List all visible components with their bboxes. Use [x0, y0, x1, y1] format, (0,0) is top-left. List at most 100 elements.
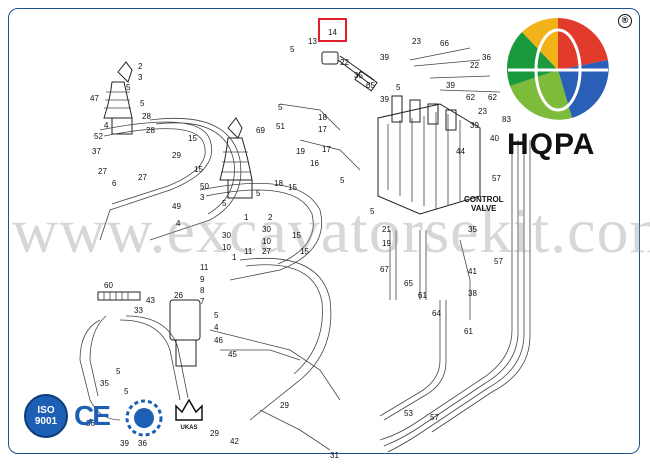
brand-name: HQPA [507, 128, 596, 161]
part-label: 43 [146, 296, 155, 305]
part-label: 19 [382, 239, 391, 248]
part-label: 35 [354, 71, 363, 80]
part-label: 5 [290, 45, 295, 54]
highlighted-part-number: 14 [328, 28, 337, 37]
part-label: 18 [274, 179, 283, 188]
part-label: 36 [86, 419, 95, 428]
part-label: 39 [446, 81, 455, 90]
part-label: 19 [296, 147, 305, 156]
part-label: 44 [456, 147, 465, 156]
part-label: 15 [292, 231, 301, 240]
control-valve-drawing [377, 95, 481, 215]
part-label: 1 [244, 213, 249, 222]
registered-mark-icon: ® [618, 14, 632, 28]
part-label: 50 [200, 182, 209, 191]
part-label: 11 [244, 247, 253, 256]
part-label: 27 [262, 247, 271, 256]
part-label: 62 [488, 93, 497, 102]
part-label: 5 [222, 199, 227, 208]
part-label: 27 [98, 167, 107, 176]
part-label: 66 [440, 39, 449, 48]
part-label: 35 [468, 225, 477, 234]
part-label: 39 [120, 439, 129, 448]
iso-badge-top: ISO [37, 405, 55, 416]
part-label: 5 [124, 387, 129, 396]
part-label: 4 [104, 121, 109, 130]
part-label: 36 [482, 53, 491, 62]
part-label: 37 [92, 147, 101, 156]
crown-icon [175, 398, 203, 421]
part-label: 18 [318, 113, 327, 122]
left-pilot-valve-drawing [103, 61, 133, 135]
part-label: 39 [380, 53, 389, 62]
ukas-badge-icon: UKAS [172, 396, 206, 436]
part-label: 57 [430, 413, 439, 422]
watermark-text: www.excavatorsekit.com [12, 195, 650, 266]
lower-line-detail [209, 230, 471, 451]
part-label: 5 [126, 83, 131, 92]
part-label: 41 [468, 267, 477, 276]
part-label: 5 [370, 207, 375, 216]
part-label: 17 [318, 125, 327, 134]
part-label: 60 [104, 281, 113, 290]
part-label: 13 [308, 37, 317, 46]
part-label: 45 [228, 350, 237, 359]
part-label: 42 [230, 437, 239, 446]
part-label: 33 [134, 306, 143, 315]
part-label: 57 [492, 174, 501, 183]
ce-mark-icon: CE [74, 400, 111, 431]
control-valve-label-line1: CONTROL [464, 195, 504, 204]
right-hose-bundle [379, 140, 531, 453]
iso-9001-badge-icon: ISO 9001 [24, 394, 68, 438]
part-label: 16 [310, 159, 319, 168]
part-label: 65 [366, 81, 375, 90]
part-label: 52 [94, 132, 103, 141]
part-label: 8 [200, 286, 205, 295]
part-label: 10 [262, 237, 271, 246]
control-valve-label-line2: VALVE [471, 204, 497, 213]
part-label: 35 [100, 379, 109, 388]
iso-badge-bottom: 9001 [34, 416, 58, 427]
part-label: 30 [262, 225, 271, 234]
part-label: 26 [174, 291, 183, 300]
part-label: 83 [502, 115, 511, 124]
part-label: 40 [490, 134, 499, 143]
part-label: 65 [404, 279, 413, 288]
ukas-text: UKAS [180, 425, 198, 431]
part-label: 3 [138, 73, 143, 82]
part-label: 5 [140, 99, 145, 108]
part-label: 23 [412, 37, 421, 46]
part-label: 29 [280, 401, 289, 410]
part-label: 39 [470, 121, 479, 130]
solenoid-block-drawing [97, 291, 201, 367]
part-label: 3 [200, 193, 205, 202]
part-label: 61 [464, 327, 473, 336]
part-label: 5 [116, 367, 121, 376]
sheet-border [8, 8, 640, 454]
part-label: 39 [380, 95, 389, 104]
part-label: 64 [432, 309, 441, 318]
part-label: 28 [146, 126, 155, 135]
part-label: 23 [478, 107, 487, 116]
part-label: 15 [188, 134, 197, 143]
highlighted-part-box[interactable]: 14 [318, 18, 347, 42]
part-label: 15 [300, 247, 309, 256]
part-label: 51 [276, 122, 285, 131]
part-label: 30 [222, 231, 231, 240]
part-label: 62 [466, 93, 475, 102]
part-label: 9 [200, 275, 205, 284]
part-label: 67 [380, 265, 389, 274]
part-label: 21 [382, 225, 391, 234]
part-label: 4 [176, 219, 181, 228]
part-label: 5 [214, 311, 219, 320]
part-label: 38 [468, 289, 477, 298]
part-label: 7 [200, 297, 205, 306]
part-label: 5 [278, 103, 283, 112]
part-label: 31 [330, 451, 339, 460]
part-label: 29 [210, 429, 219, 438]
part-label: 49 [172, 202, 181, 211]
part-label: 46 [214, 336, 223, 345]
part-label: 15 [288, 183, 297, 192]
